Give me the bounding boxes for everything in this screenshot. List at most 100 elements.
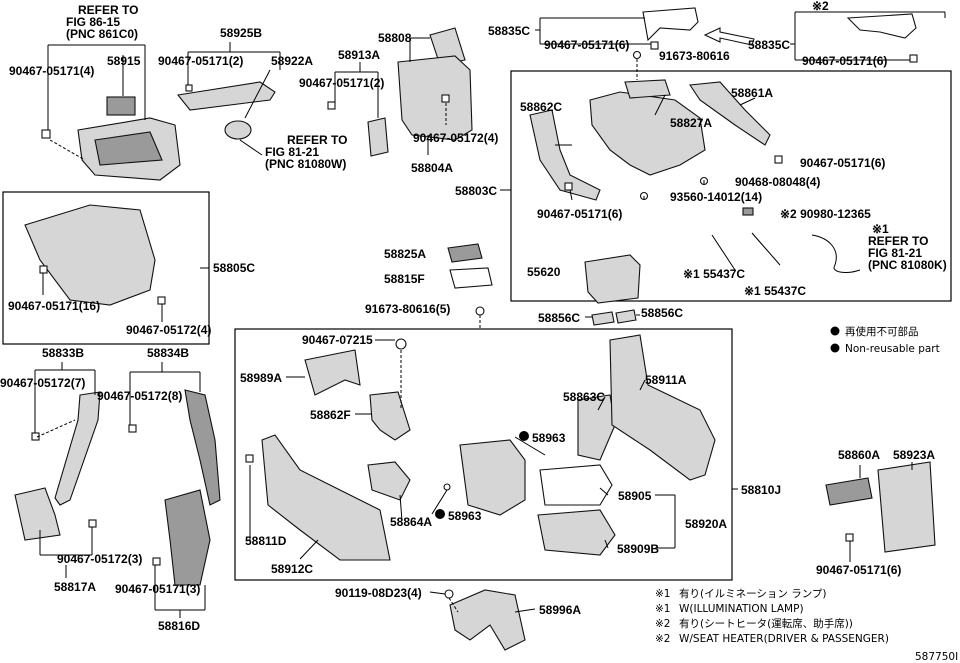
label-58808: 58808 <box>378 31 412 45</box>
part-58862F <box>369 391 411 441</box>
label-90467-05172-3: 90467-05172(3) <box>57 552 142 566</box>
label-58835C-a: 58835C <box>488 24 530 38</box>
label-58804A: 58804A <box>411 161 453 175</box>
label-93560-14012: 93560-14012(14) <box>670 190 762 204</box>
label-90467-05172-4b: 90467-05172(4) <box>126 323 211 337</box>
label-90467-05171-6e: 90467-05171(6) <box>816 563 901 577</box>
part-58996A <box>449 589 526 651</box>
label-58803C: 58803C <box>455 184 497 198</box>
label-90467-05171-2a: 90467-05171(2) <box>158 54 243 68</box>
note-3-text: 有り(シートヒータ(運転席、助手席)) <box>679 617 853 630</box>
clip-icon <box>774 155 783 164</box>
label-58834B: 58834B <box>147 346 189 360</box>
label-58860A: 58860A <box>838 448 880 462</box>
clip-icon <box>245 454 254 463</box>
part-58803C-body <box>589 91 706 176</box>
label-58864A: 58864A <box>390 515 432 529</box>
label-55437C-b: ※1 55437C <box>744 284 806 298</box>
label-58827A: 58827A <box>670 116 712 130</box>
clip-icon <box>441 94 450 103</box>
part-55437C-a <box>711 234 736 271</box>
part-58827A <box>624 79 671 99</box>
label-58816D: 58816D <box>158 619 200 633</box>
label-55620: 55620 <box>527 265 561 279</box>
part-58922A <box>224 120 252 140</box>
part-58835C-b <box>846 13 917 39</box>
legend-nonreusable-en: Non-reusable part <box>845 343 940 355</box>
label-58833B: 58833B <box>42 346 84 360</box>
note-4-text: W/SEAT HEATER(DRIVER & PASSENGER) <box>679 633 889 645</box>
label-58856C-a: 58856C <box>538 311 580 325</box>
label-58915: 58915 <box>107 54 141 68</box>
note-4-mark: ※2 <box>655 633 670 645</box>
clip-icon <box>564 182 573 191</box>
group-box-58810J <box>234 328 733 581</box>
clip-icon <box>185 84 193 92</box>
note-2-mark: ※1 <box>655 603 670 615</box>
arrow-icon <box>703 27 755 46</box>
part-58989A <box>304 349 361 396</box>
part-58923A <box>877 461 936 553</box>
part-58915 <box>106 96 136 116</box>
label-90467-05172-7: 90467-05172(7) <box>0 376 85 390</box>
label-58862F: 58862F <box>310 408 351 422</box>
label-58922A: 58922A <box>271 54 313 68</box>
part-58816D <box>164 489 211 586</box>
note-1-mark: ※1 <box>655 588 670 600</box>
part-58815F <box>449 267 493 289</box>
label-58861A: 58861A <box>731 86 773 100</box>
clip-icon <box>39 265 48 274</box>
clip-icon <box>128 424 137 433</box>
bolt-icon <box>395 338 407 350</box>
part-58835C-a <box>642 7 699 42</box>
label-58923A: 58923A <box>893 448 935 462</box>
label-58856C-b: 58856C <box>641 306 683 320</box>
part-55620 <box>584 254 641 304</box>
label-90119-08D23: 90119-08D23(4) <box>335 586 422 600</box>
part-harness <box>811 234 861 273</box>
label-58989A: 58989A <box>240 371 282 385</box>
part-console-rear-box-inner <box>94 131 163 166</box>
label-58863C: 58863C <box>563 390 605 404</box>
part-58863C <box>577 394 616 461</box>
label-91673-80616: 91673-80616 <box>659 49 730 63</box>
label-58963-a: 58963 <box>532 431 566 445</box>
nonreusable-dot-icon <box>519 431 529 441</box>
legend-dot-icon <box>830 326 840 336</box>
label-star2-top: ※2 <box>812 0 829 13</box>
part-58862C <box>529 109 601 201</box>
part-58825A <box>447 243 483 263</box>
label-90468-08048: 90468-08048(4) <box>735 175 820 189</box>
part-58905 <box>539 464 613 506</box>
label-58963-b: 58963 <box>448 509 482 523</box>
label-58996A: 58996A <box>539 603 581 617</box>
nonreusable-dot-icon <box>435 509 445 519</box>
note-1-text: 有り(イルミネーション ランプ) <box>679 587 827 600</box>
label-58913A: 58913A <box>338 48 380 62</box>
part-58805C <box>24 204 156 306</box>
legend-dot-icon <box>830 343 840 353</box>
clip-icon <box>41 129 51 139</box>
label-90467-05171-2b: 90467-05171(2) <box>299 76 384 90</box>
label-58911A: 58911A <box>645 373 687 387</box>
part-58911A <box>609 334 716 481</box>
part-58817A <box>14 487 61 541</box>
label-90467-05171-6b: 90467-05171(6) <box>802 54 887 68</box>
part-58856C-a <box>591 311 615 326</box>
clip-icon <box>152 557 161 566</box>
label-90467-05171-4: 90467-05171(4) <box>9 64 94 78</box>
bolt-icon <box>475 306 485 316</box>
ref-fig-81-21-k: ※1 REFER TO FIG 81-21 (PNC 81080K) <box>868 222 947 272</box>
part-58912C <box>261 434 391 561</box>
label-58905: 58905 <box>618 489 652 503</box>
clip-icon <box>845 533 854 542</box>
label-58925B: 58925B <box>220 26 262 40</box>
bolt-icon <box>444 589 454 599</box>
label-58825A: 58825A <box>384 247 426 261</box>
label-58805C: 58805C <box>213 261 255 275</box>
part-58804A <box>397 55 473 141</box>
part-58864A <box>367 461 411 501</box>
note-2-text: W(ILLUMINATION LAMP) <box>679 603 804 615</box>
